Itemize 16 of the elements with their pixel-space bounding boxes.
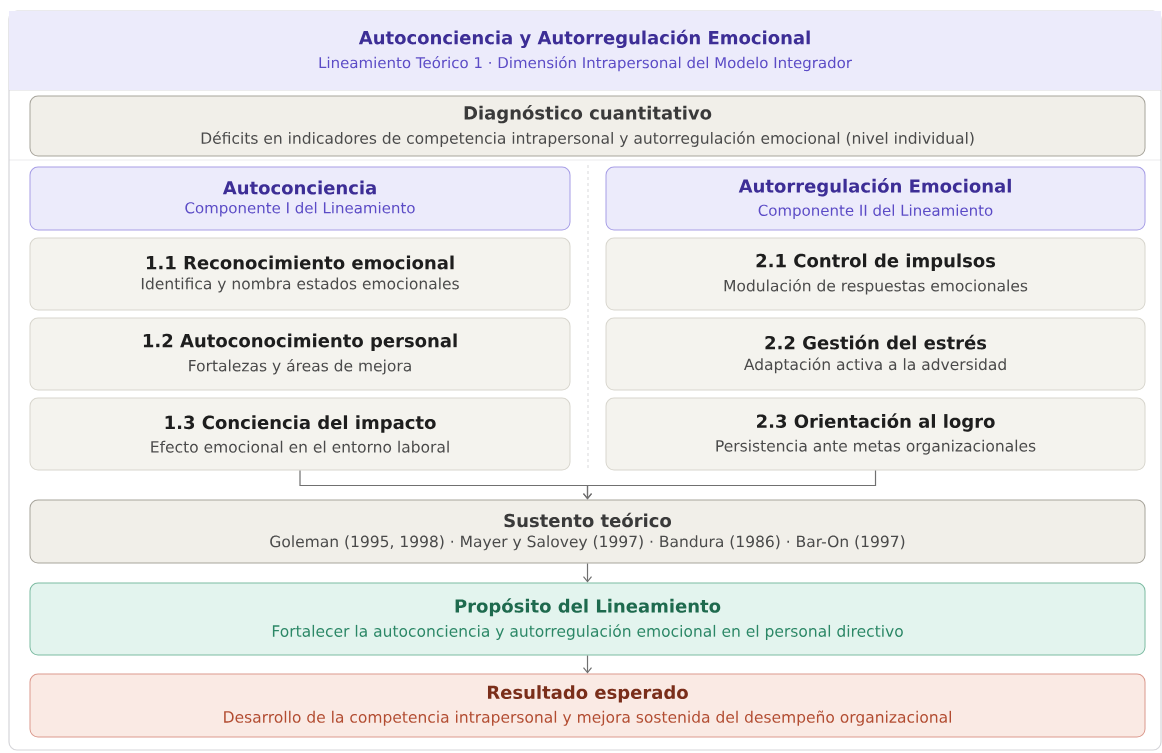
- purpose-box: Propósito del Lineamiento Fortalecer la autoconciencia y autorregulación emocional en el personal directivo: [29, 582, 1146, 656]
- process-box: 1.2 Autoconocimiento personal Fortalezas y áreas de mejora: [29, 317, 571, 391]
- component-box: Autorregulación Emocional Componente II del Lineamiento: [605, 166, 1146, 231]
- arrow: [582, 562, 593, 583]
- process-box: 1.3 Conciencia del impacto Efecto emocional en el entorno laboral: [29, 397, 571, 471]
- process-box: Diagnóstico cuantitativo Déficits en indicadores de competencia intrapersonal y autorregulación emocional (nivel individual): [29, 95, 1146, 157]
- arrow: [582, 654, 593, 674]
- arrow: [582, 469, 877, 500]
- result-box: Resultado esperado Desarrollo de la competencia intrapersonal y mejora sostenida del desempeño organizacional: [29, 673, 1146, 738]
- process-box: 2.3 Orientación al logro Persistencia ante metas organizacionales: [605, 397, 1146, 471]
- component-box: Autoconciencia Componente I del Lineamiento: [29, 166, 571, 231]
- process-box: 2.2 Gestión del estrés Adaptación activa a la adversidad: [605, 317, 1146, 391]
- process-box: Sustento teórico Goleman (1995, 1998) · Mayer y Salovey (1997) · Bandura (1986) · Bar-On (1997): [29, 499, 1146, 564]
- process-box: 2.1 Control de impulsos Modulación de respuestas emocionales: [605, 237, 1146, 311]
- process-box: 1.1 Reconocimiento emocional Identifica y nombra estados emocionales: [29, 237, 571, 311]
- header-band: Autoconciencia y Autorregulación Emocional Lineamiento Teórico 1 · Dimensión Intrapersonal del Modelo Integrador: [9, 11, 1161, 90]
